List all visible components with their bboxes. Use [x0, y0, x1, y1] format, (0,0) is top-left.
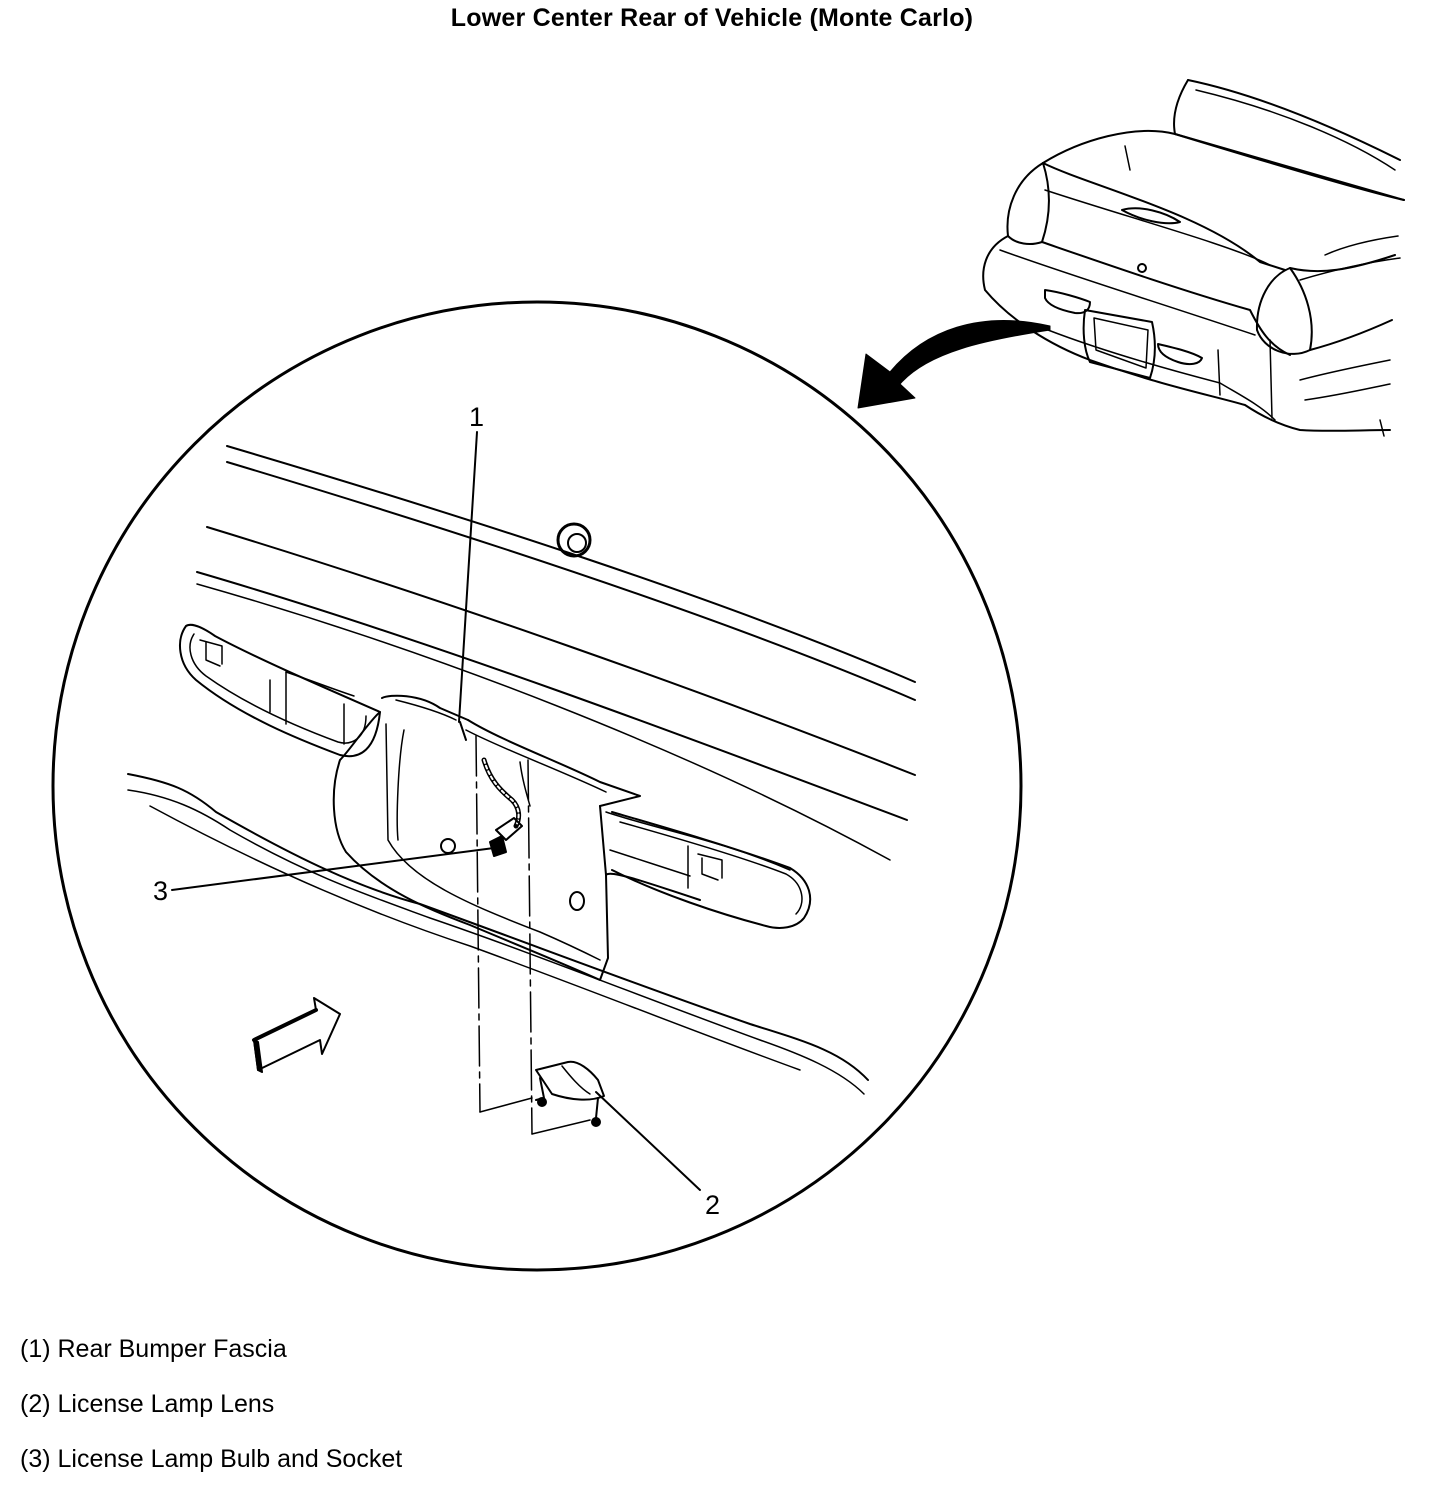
callout-3: 3 [153, 876, 168, 906]
callout-1: 1 [469, 402, 484, 432]
forward-direction-arrow [252, 997, 341, 1073]
view-direction-arrow [857, 320, 1051, 409]
license-lamp-bulb-socket [489, 817, 523, 857]
component-legend: (1) Rear Bumper Fascia (2) License Lamp … [20, 1322, 402, 1487]
legend-item-license-lamp-bulb-socket: (3) License Lamp Bulb and Socket [20, 1445, 403, 1473]
legend-item-license-lamp-lens: (2) License Lamp Lens [20, 1390, 275, 1418]
detail-magnifier-circle [51, 300, 1023, 1272]
legend-item-rear-bumper-fascia: (1) Rear Bumper Fascia [20, 1335, 287, 1363]
wiring-harness [481, 757, 531, 829]
license-lamp-lens [535, 1060, 605, 1127]
callout-leaders [171, 431, 701, 1191]
vehicle-rear-overview [982, 79, 1405, 437]
diagram-title: Lower Center Rear of Vehicle (Monte Carl… [450, 4, 974, 32]
callout-2: 2 [705, 1190, 720, 1220]
alignment-lines [475, 735, 591, 1135]
exploded-view-illustration: 1 3 2 [51, 79, 1405, 1272]
